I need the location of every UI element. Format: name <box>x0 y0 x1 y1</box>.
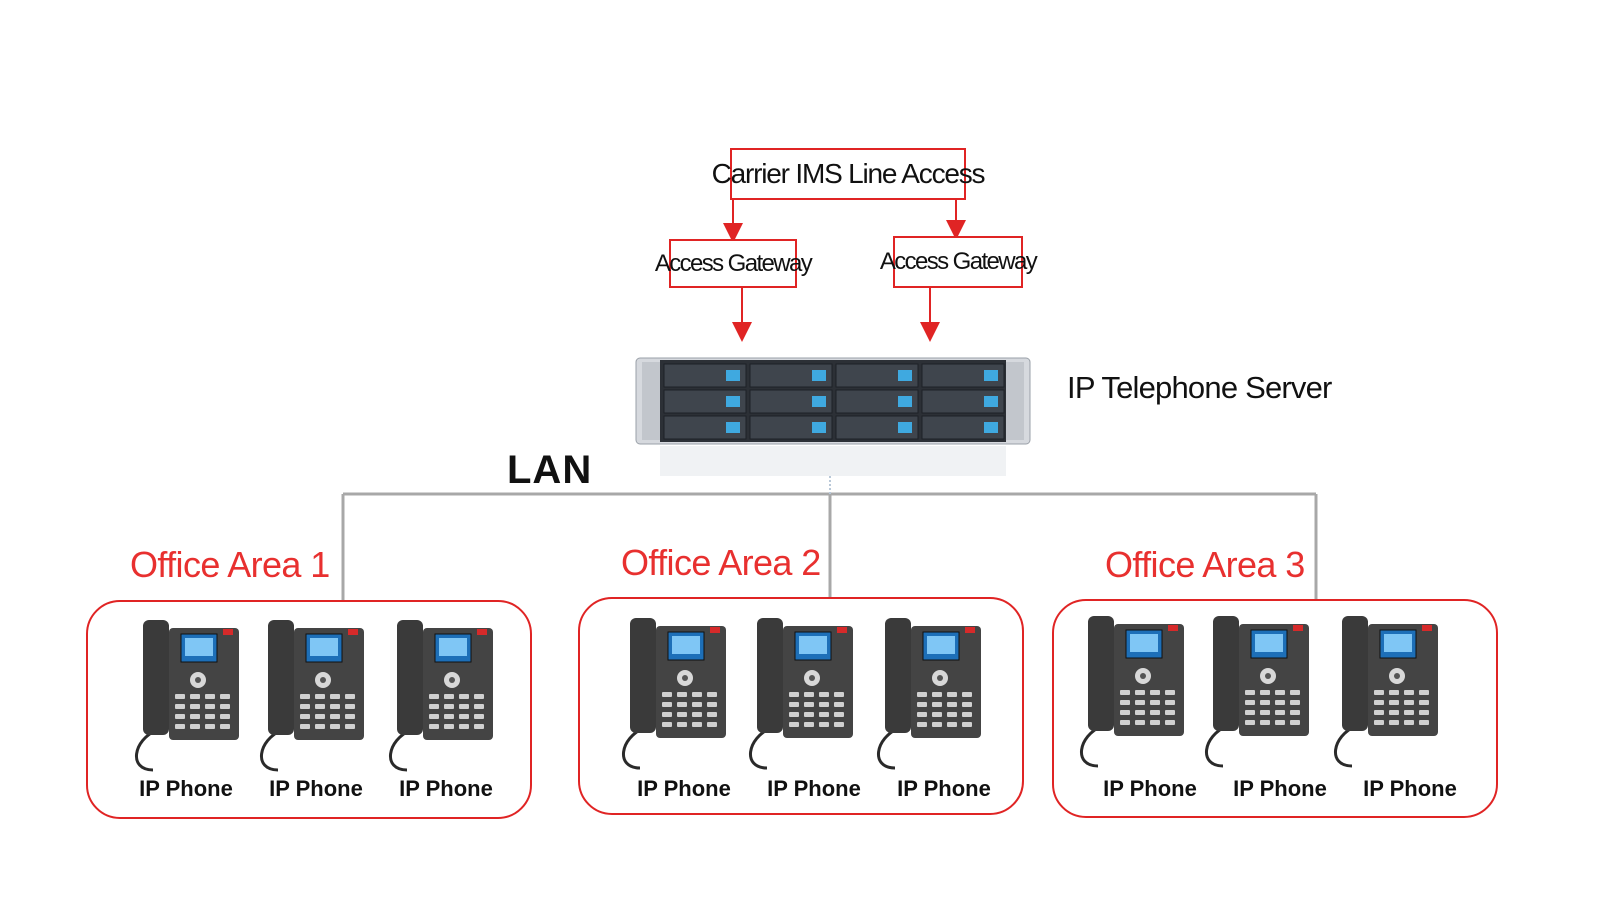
drive-bay <box>749 415 833 440</box>
drive-led <box>812 370 826 381</box>
ip-phone-icon <box>135 620 239 772</box>
carrier-ims-line-access-box: Carrier IMS Line Access <box>712 148 986 200</box>
drive-led <box>726 396 740 407</box>
ip-phone-label-2-1: IP Phone <box>637 776 731 801</box>
drive-led <box>898 396 912 407</box>
office-area-2-title: Office Area 2 <box>621 542 821 583</box>
drive-bay <box>749 389 833 414</box>
office-area-1-title: Office Area 1 <box>130 544 330 585</box>
drive-bay <box>921 389 1005 414</box>
lan-label: LAN <box>507 448 593 492</box>
drive-led <box>984 396 998 407</box>
drive-led <box>984 422 998 433</box>
drive-led <box>984 370 998 381</box>
drive-bay <box>663 415 747 440</box>
drive-led <box>726 422 740 433</box>
access-gateway-2-box: Access Gateway <box>880 236 1038 288</box>
ip-phone-icon <box>389 620 493 772</box>
drive-led <box>812 396 826 407</box>
ip-phone-icon <box>749 618 853 770</box>
drive-bay <box>921 415 1005 440</box>
drive-bay <box>835 363 919 388</box>
drive-bay <box>921 363 1005 388</box>
access-gateway-1-box: Access Gateway <box>655 239 813 288</box>
ip-phone-icon <box>622 618 726 770</box>
drive-led <box>898 422 912 433</box>
ip-phone-label-1-3: IP Phone <box>399 776 493 801</box>
ip-phone-icon <box>1334 616 1438 768</box>
ip-phone-label-1-2: IP Phone <box>269 776 363 801</box>
ip-phone-label-3-1: IP Phone <box>1103 776 1197 801</box>
ip-phone-icon <box>1080 616 1184 768</box>
drive-bay <box>749 363 833 388</box>
office-area-3-title: Office Area 3 <box>1105 544 1305 585</box>
drive-bay <box>663 363 747 388</box>
ip-phone-label-3-3: IP Phone <box>1363 776 1457 801</box>
ip-phone-label-2-3: IP Phone <box>897 776 991 801</box>
drive-led <box>812 422 826 433</box>
drive-led <box>898 370 912 381</box>
ip-phone-label-1-1: IP Phone <box>139 776 233 801</box>
ip-phone-icon <box>877 618 981 770</box>
ip-phone-label-3-2: IP Phone <box>1233 776 1327 801</box>
drive-led <box>726 370 740 381</box>
ip-telephone-server-label: IP Telephone Server <box>1067 370 1332 405</box>
ip-phone-label-2-2: IP Phone <box>767 776 861 801</box>
ip-phone-icon <box>1205 616 1309 768</box>
ip-phone-icon <box>260 620 364 772</box>
drive-bay <box>663 389 747 414</box>
drive-bay <box>835 415 919 440</box>
drive-bay <box>835 389 919 414</box>
